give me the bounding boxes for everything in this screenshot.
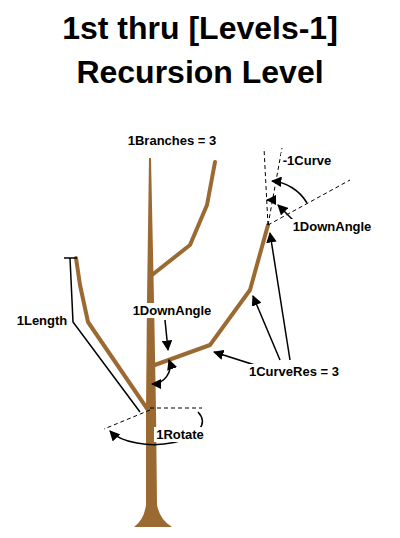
downangle-arc [152,360,170,384]
right-branch [152,225,268,366]
annotation-label: 1DownAngle [291,219,374,234]
trunk [134,158,172,527]
rotate-reference [104,410,150,429]
length-bracket [70,258,140,412]
vertical-reference [264,148,268,225]
annotation-label: 1Rotate [154,427,206,442]
curve-arc [272,181,307,203]
annotation-label: 1CurveRes = 3 [247,364,341,379]
downangle-arc [267,200,274,201]
top-branch [152,162,215,275]
rotate-reference [150,408,202,409]
annotation-label: 1Branches = 3 [126,133,219,148]
annotation-label: -1Curve [281,153,333,168]
length-bracket-tick [64,257,77,259]
annotation-label: 1Length [15,313,70,328]
leader-line [253,296,280,360]
left-branch [76,258,148,410]
diagram-title: 1st thru [Levels-1] Recursion Level [0,6,400,94]
annotation-label: 1DownAngle [131,303,214,318]
leader-line [270,233,290,360]
leader-line [165,320,168,350]
